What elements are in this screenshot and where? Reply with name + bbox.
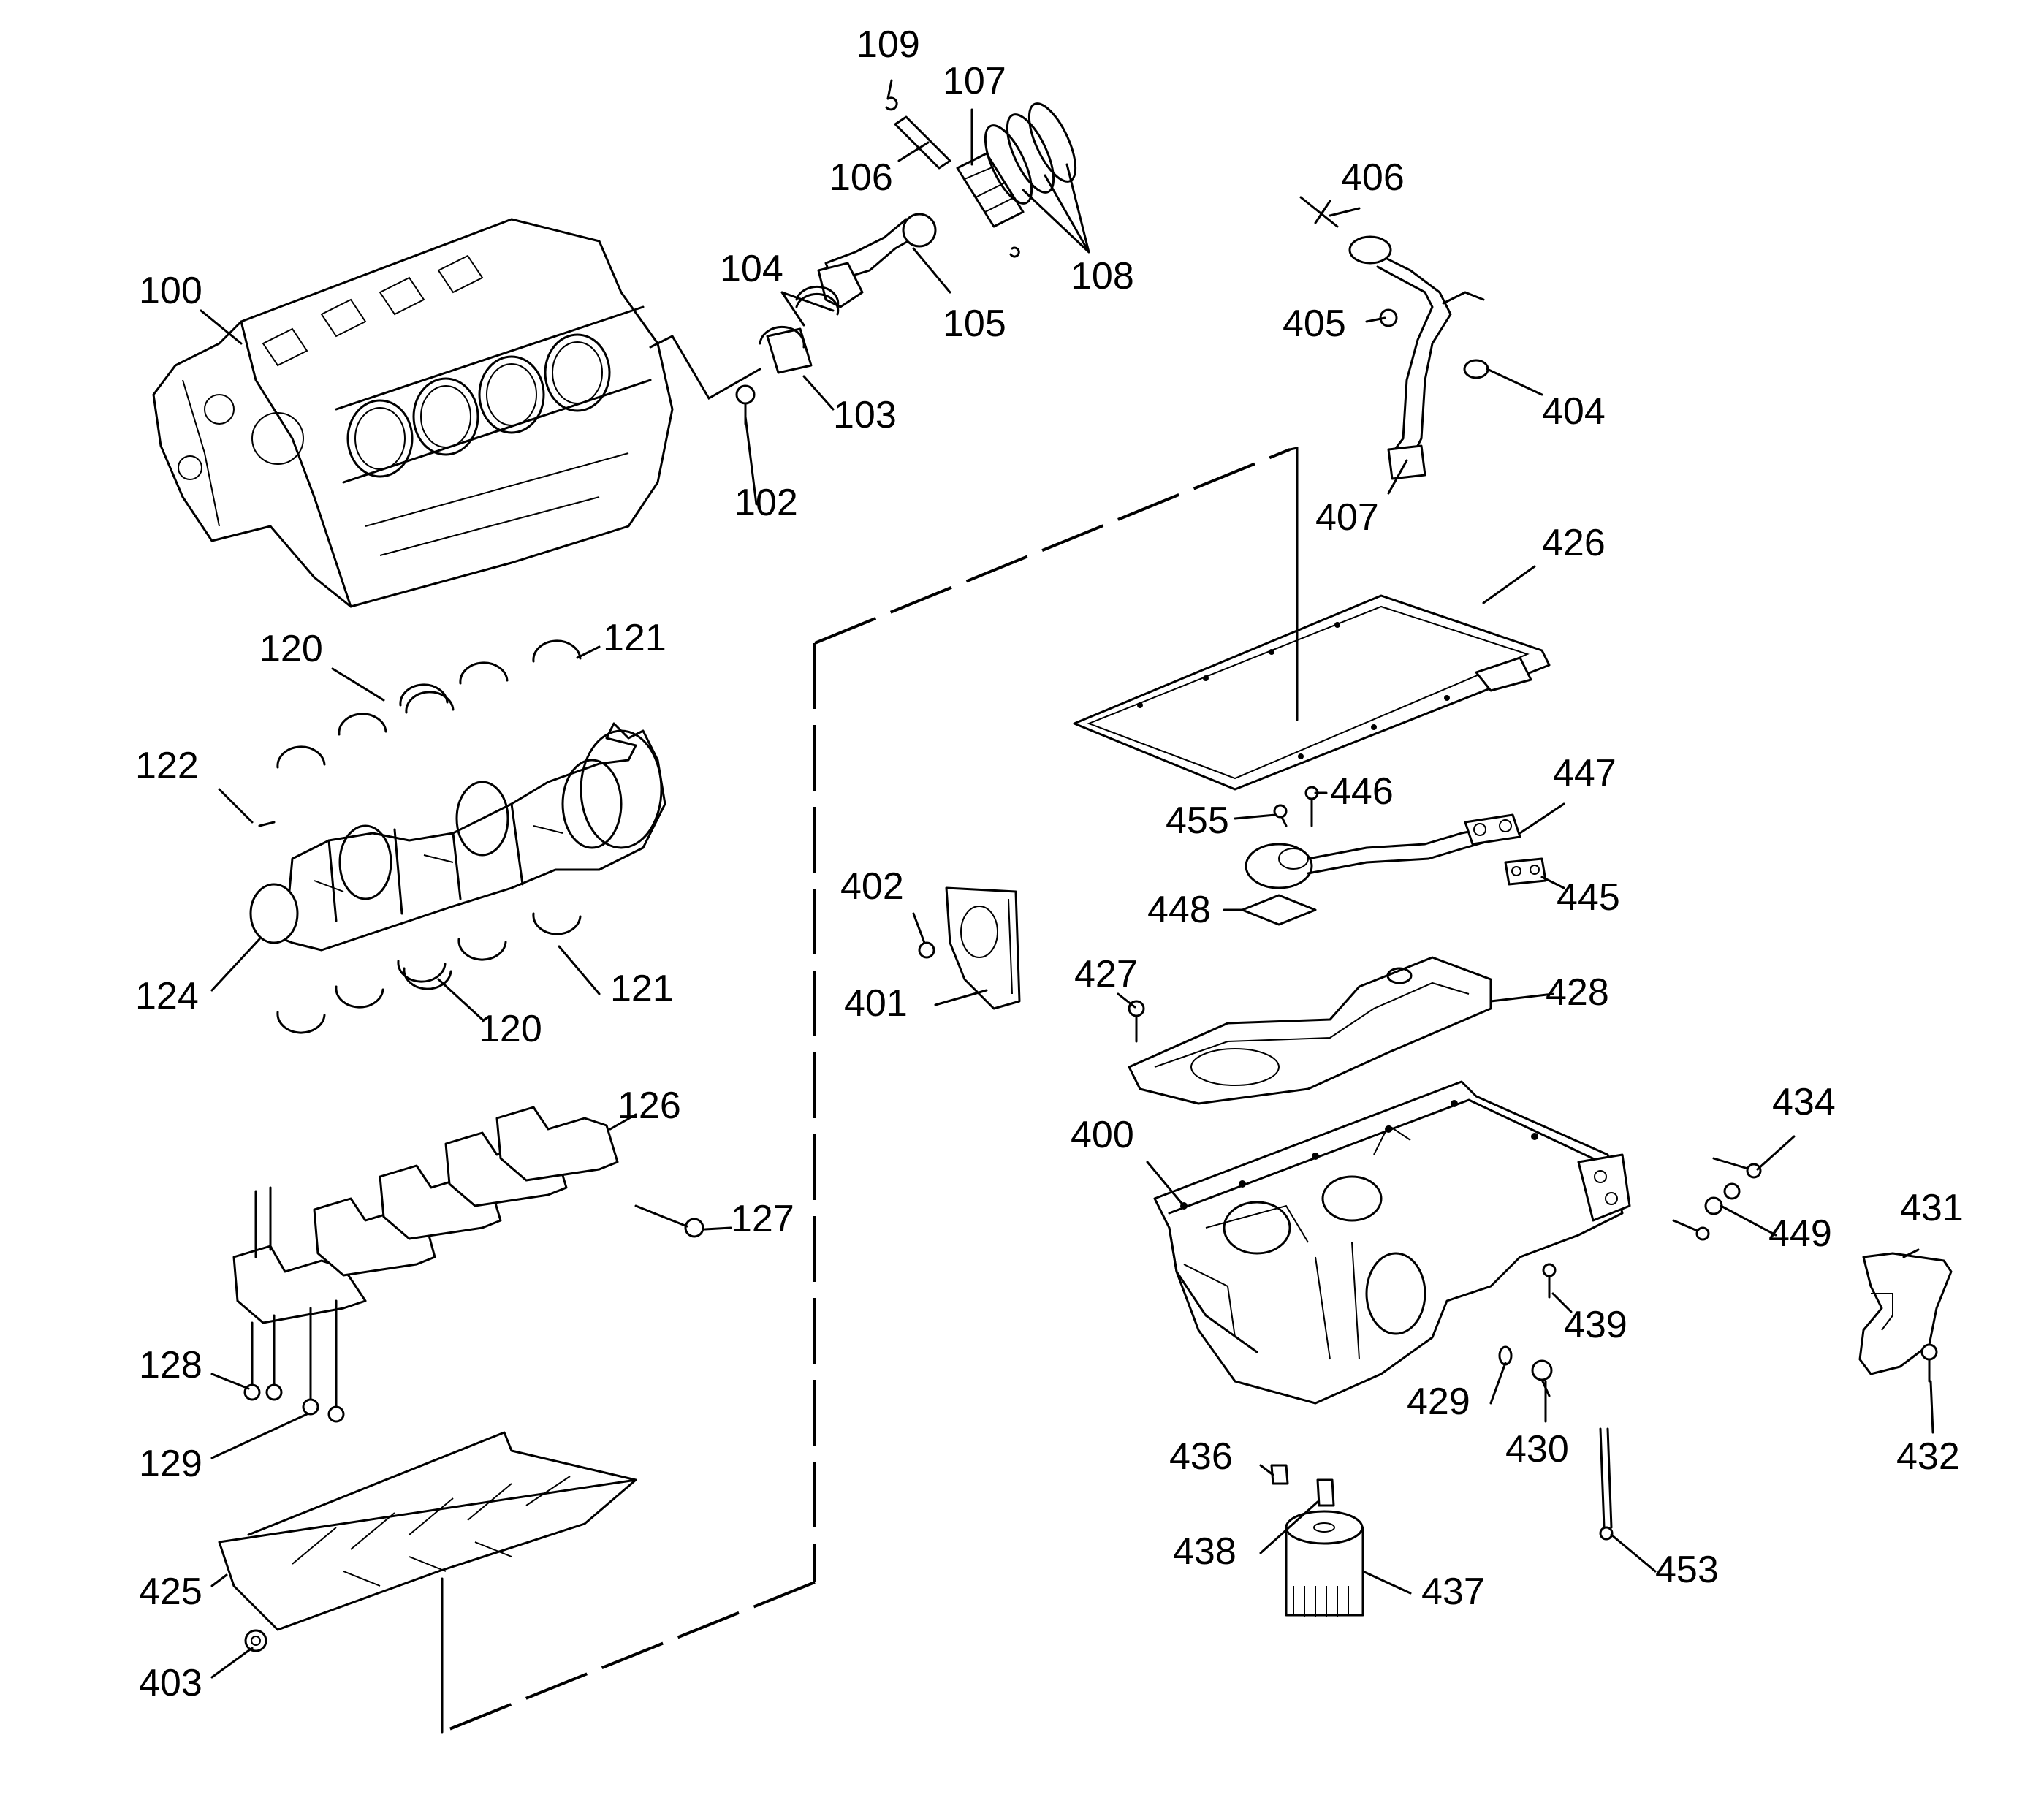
callout-129: 129 — [139, 1443, 202, 1485]
callout-120-upper: 120 — [259, 628, 323, 670]
crankshaft — [249, 722, 666, 952]
callout-104: 104 — [720, 248, 783, 290]
callout-404: 404 — [1542, 390, 1606, 433]
callout-103: 103 — [833, 394, 897, 436]
callout-122: 122 — [135, 745, 199, 787]
oil-pan — [1153, 1080, 1631, 1405]
oil-pan-baffle — [1128, 956, 1492, 1105]
callout-106: 106 — [829, 156, 893, 199]
oil-pan-gasket — [1073, 594, 1551, 791]
callout-432: 432 — [1896, 1435, 1960, 1478]
front-cover — [918, 886, 1021, 1010]
callout-100: 100 — [139, 270, 202, 312]
callout-leaders — [200, 79, 1934, 1679]
callout-449: 449 — [1768, 1212, 1832, 1255]
callout-428: 428 — [1546, 971, 1609, 1014]
main-bearing-caps — [232, 1106, 704, 1423]
callout-431: 431 — [1900, 1187, 1964, 1229]
callout-453: 453 — [1655, 1549, 1719, 1591]
callout-121-upper: 121 — [603, 617, 666, 659]
callout-109: 109 — [856, 23, 920, 66]
callout-445: 445 — [1557, 876, 1620, 919]
callout-427: 427 — [1074, 953, 1138, 995]
callout-436: 436 — [1169, 1435, 1233, 1478]
callout-446: 446 — [1330, 770, 1394, 813]
callout-400: 400 — [1071, 1114, 1134, 1156]
callout-401: 401 — [844, 982, 908, 1025]
piston-assembly — [735, 96, 1077, 425]
callout-128: 128 — [139, 1344, 202, 1386]
callout-105: 105 — [943, 303, 1006, 345]
callout-429: 429 — [1407, 1381, 1470, 1423]
callout-425: 425 — [139, 1571, 202, 1613]
callout-124: 124 — [135, 975, 199, 1017]
callout-448: 448 — [1147, 889, 1211, 931]
engine-block — [152, 218, 674, 608]
callout-455: 455 — [1166, 800, 1229, 842]
callout-403: 403 — [139, 1662, 202, 1704]
callout-121-lower: 121 — [610, 968, 674, 1010]
callout-126: 126 — [618, 1085, 681, 1127]
callout-438: 438 — [1173, 1530, 1236, 1573]
heat-shield — [1858, 1252, 1953, 1383]
callout-430: 430 — [1505, 1428, 1569, 1470]
callout-120-lower: 120 — [479, 1008, 542, 1050]
callout-labels: 100 102 103 104 105 106 107 108 109 406 … — [135, 23, 1964, 1704]
callout-447: 447 — [1553, 752, 1616, 794]
assembly-lines — [441, 335, 1299, 1734]
callout-437: 437 — [1421, 1571, 1485, 1613]
oil-pump-screen — [1241, 786, 1547, 926]
callout-108: 108 — [1071, 255, 1134, 297]
callout-426: 426 — [1542, 522, 1606, 564]
callout-434: 434 — [1772, 1081, 1836, 1123]
callout-402: 402 — [840, 865, 904, 908]
callout-406: 406 — [1341, 156, 1405, 199]
windage-tray — [218, 1431, 637, 1652]
callout-127: 127 — [731, 1198, 794, 1240]
callout-405: 405 — [1283, 303, 1346, 345]
main-bearings — [276, 639, 582, 1034]
callout-439: 439 — [1564, 1304, 1627, 1346]
callout-107: 107 — [943, 60, 1006, 102]
callout-407: 407 — [1315, 496, 1379, 539]
oil-fill-tube — [1299, 196, 1489, 480]
callout-102: 102 — [734, 482, 798, 524]
oil-filter — [1285, 1510, 1364, 1617]
